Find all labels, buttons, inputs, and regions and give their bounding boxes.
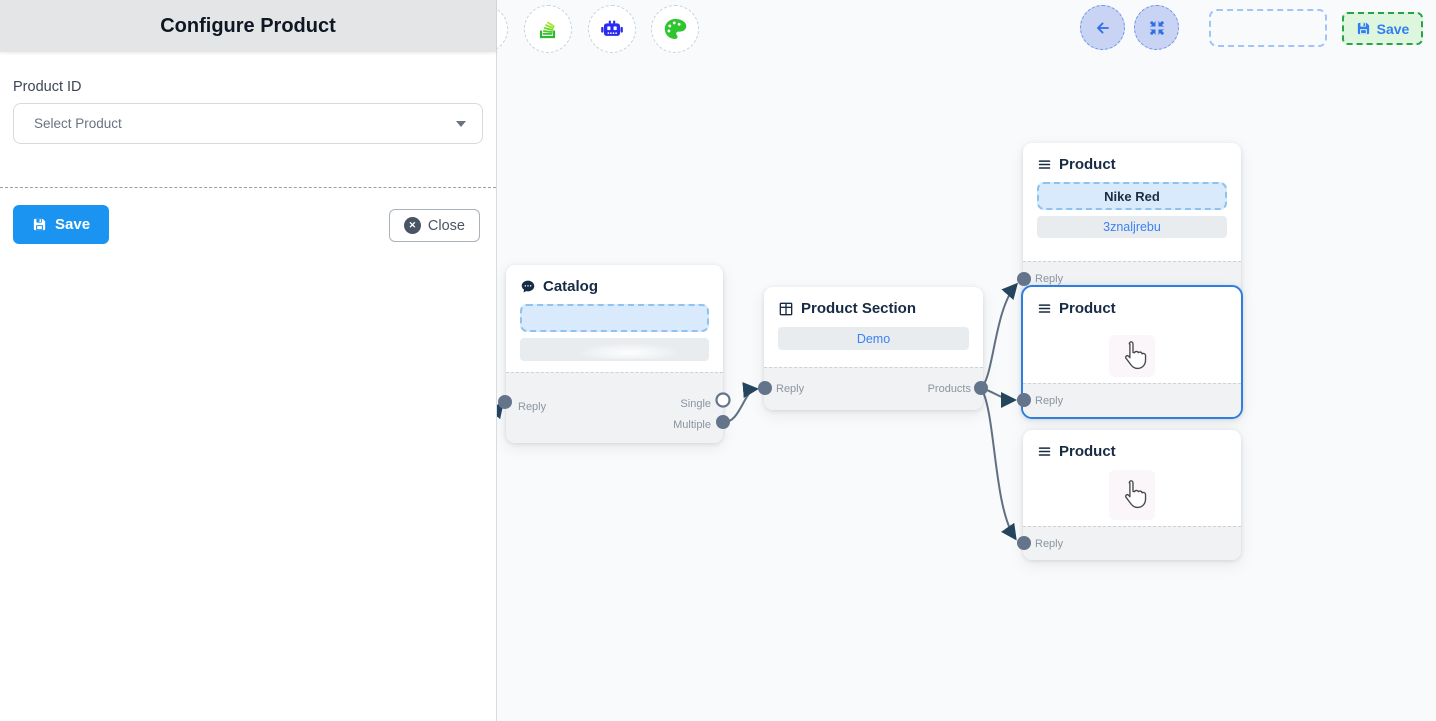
node-product-section-title: Product Section [801,300,917,317]
product-1-name-label: Nike Red [1104,188,1160,204]
grid-icon [778,301,794,317]
x-circle-icon: ✕ [403,217,421,234]
node-product-2-footer: Reply [1023,383,1241,417]
node-product-section-footer: Reply Products [764,367,983,410]
chevron-down-icon [456,120,466,127]
save-floppy-icon [1356,21,1371,36]
catalog-multiple-label: Multiple [673,419,711,431]
section-products-label: Products [927,383,971,395]
node-catalog[interactable]: Catalog Reply Single Multiple [506,265,723,443]
node-product-2-header: Product [1023,287,1241,325]
product-1-reply-label: Reply [1035,272,1064,285]
canvas-save-button[interactable]: Save [1342,12,1423,45]
menu-icon [1037,157,1052,172]
node-product-1-title: Product [1059,156,1116,173]
product-1-retailer-field[interactable]: 3znaljrebu [1037,216,1227,238]
edge-products-to-product1 [980,282,1018,389]
product-2-placeholder [1109,335,1155,377]
panel-divider [0,187,496,188]
canvas-save-label: Save [1376,20,1410,37]
product-1-name-field[interactable]: Nike Red [1037,182,1227,210]
node-product-3-footer: Reply [1023,526,1241,560]
toolbar-button-theme[interactable] [651,5,699,53]
node-product-1-header: Product [1023,143,1241,181]
catalog-single-label: Single [680,398,711,410]
catalog-reply-label: Reply [518,401,547,413]
panel-header: Configure Product [0,0,496,52]
page-title: Configure Product [160,14,336,37]
node-product-3-header: Product [1023,430,1241,468]
node-product-1[interactable]: Product Nike Red 3znaljrebu Reply [1023,143,1241,295]
product-2-reply-label: Reply [1035,394,1064,407]
section-option-demo[interactable]: Demo [778,327,969,350]
node-product-3[interactable]: Product Reply [1023,430,1241,560]
node-catalog-footer: Reply Single Multiple [506,372,723,443]
palette-icon [662,16,688,42]
configure-product-panel: Configure Product Product ID Select Prod… [0,0,497,721]
save-button-label: Save [55,216,91,233]
flow-canvas[interactable]: Save Catalog Reply Single Multiple [497,0,1436,721]
save-button[interactable]: Save [13,205,110,244]
edge-products-to-product3 [980,387,1017,541]
toolbar-button-hidden[interactable] [497,5,508,53]
toolbar-button-stack[interactable] [524,5,572,53]
toolbar-button-bot[interactable] [588,5,636,53]
chat-bubble-icon [520,279,536,295]
product-select-placeholder: Select Product [34,116,122,131]
node-product-2-title: Product [1059,300,1116,317]
panel-actions: Save ✕ Close [0,188,496,244]
node-product-2[interactable]: Product Reply [1021,285,1243,419]
product-1-retailer-label: 3znaljrebu [1103,220,1161,234]
empty-action-slot[interactable] [1209,9,1327,47]
node-product-section-header: Product Section [764,287,983,325]
hand-pointer-icon [1117,340,1147,372]
product-select[interactable]: Select Product [13,103,483,144]
node-catalog-header: Catalog [506,265,723,303]
arrow-left-icon [1093,18,1113,38]
node-product-3-title: Product [1059,443,1116,460]
fit-view-button[interactable] [1134,5,1179,50]
save-floppy-icon [32,217,47,232]
catalog-selected-field[interactable] [520,304,709,332]
menu-icon [1037,444,1052,459]
back-button[interactable] [1080,5,1125,50]
node-catalog-title: Catalog [543,278,599,295]
close-button-label: Close [427,217,465,234]
section-option-label: Demo [856,331,891,346]
compress-icon [1148,19,1166,37]
product-3-placeholder [1109,470,1155,520]
edge-products-to-product2 [980,387,1017,408]
stack-icon [536,17,560,41]
edge-multiple-to-section-reply [722,382,759,423]
edge-into-catalog-reply [497,401,504,420]
node-product-section[interactable]: Product Section Demo Reply Products [764,287,983,410]
product-id-label: Product ID [13,79,82,95]
menu-icon [1037,301,1052,316]
panel-body: Product ID Select Product [0,52,496,144]
section-reply-label: Reply [776,383,805,395]
close-button[interactable]: ✕ Close [388,209,480,242]
hand-pointer-icon [1117,479,1147,511]
catalog-output-labels: Single Multiple [673,398,711,431]
product-3-reply-label: Reply [1035,537,1064,550]
catalog-id-field[interactable] [520,338,709,361]
robot-icon [599,16,625,42]
